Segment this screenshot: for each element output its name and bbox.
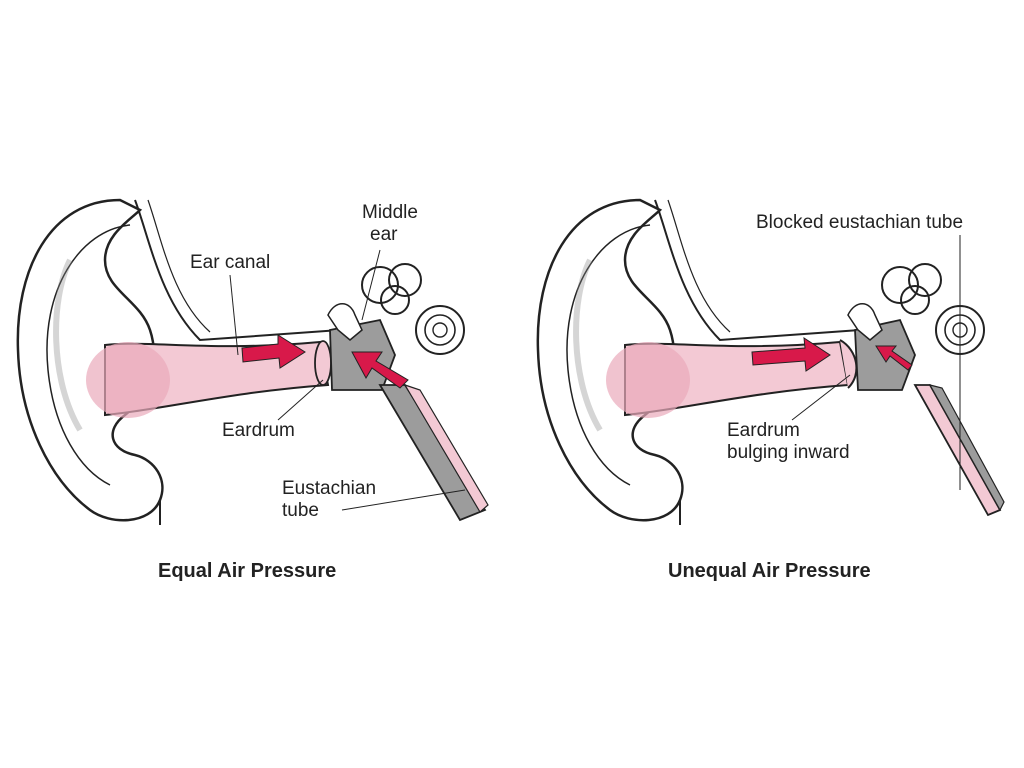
- label-eustachian-tube: Eustachian tube: [282, 478, 376, 522]
- label-eustachian-line1: Eustachian: [282, 478, 376, 499]
- leader-ear-canal: [230, 275, 238, 355]
- label-middle-ear: Middle ear: [362, 202, 418, 246]
- label-eardrum-bulging-line1: Eardrum: [727, 420, 800, 441]
- label-eardrum-bulging-inward: Eardrum bulging inward: [727, 420, 850, 464]
- ossicles: [848, 304, 882, 340]
- cochlea-outer: [416, 306, 464, 354]
- eustachian-tube-gray: [930, 385, 1004, 510]
- label-middle-ear-line1: Middle: [362, 202, 418, 223]
- ear-diagram-equal: [10, 180, 510, 540]
- label-eardrum-bulging-line2: bulging inward: [727, 442, 850, 464]
- semicircular-canal-3: [381, 286, 409, 314]
- equal-pressure-panel: Middle ear Ear canal Eardrum Eustachian …: [10, 180, 510, 590]
- eustachian-tube: [380, 385, 485, 520]
- concha-shading: [606, 342, 690, 418]
- unequal-pressure-panel: Blocked eustachian tube Eardrum bulging …: [530, 180, 1024, 590]
- caption-unequal-air-pressure: Unequal Air Pressure: [668, 560, 871, 583]
- eardrum-shape: [315, 341, 331, 385]
- caption-equal-air-pressure: Equal Air Pressure: [158, 560, 336, 583]
- semicircular-canal-3: [901, 286, 929, 314]
- concha-shading: [86, 342, 170, 418]
- label-eustachian-line2: tube: [282, 500, 376, 522]
- label-middle-ear-line2: ear: [362, 224, 418, 246]
- label-ear-canal: Ear canal: [190, 252, 270, 274]
- ear-diagram-unequal: [530, 180, 1024, 540]
- eustachian-tube-blocked: [915, 385, 1000, 515]
- label-blocked-eustachian-tube: Blocked eustachian tube: [756, 212, 963, 234]
- label-eardrum: Eardrum: [222, 420, 295, 442]
- semicircular-canal-1: [882, 267, 918, 303]
- leader-middle-ear: [362, 250, 380, 320]
